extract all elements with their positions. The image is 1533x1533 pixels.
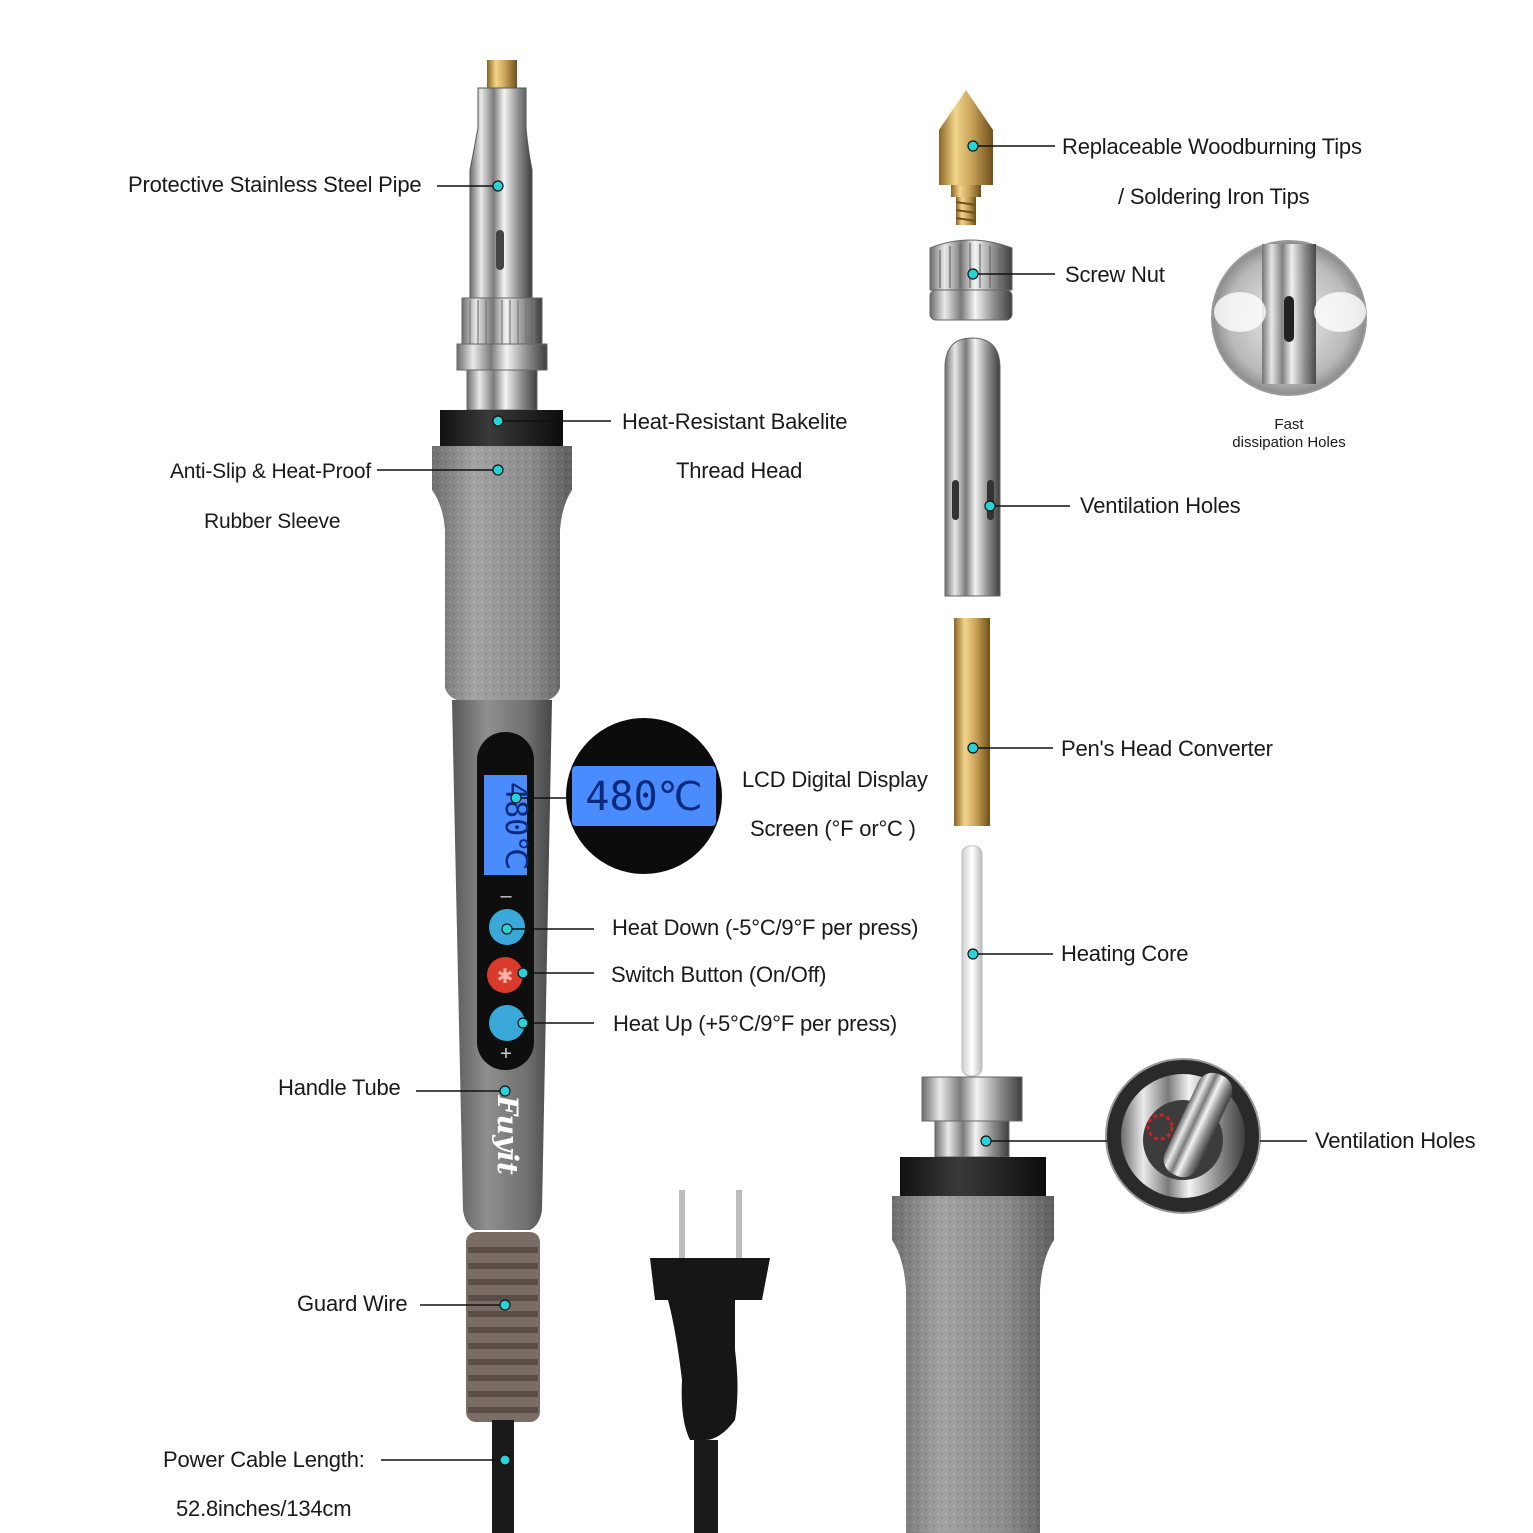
label-switch: Switch Button (On/Off)	[611, 962, 827, 987]
power-cable	[492, 1420, 514, 1533]
leader-dot	[499, 1085, 511, 1097]
ventilation-holes-zoom	[1105, 1058, 1261, 1214]
guard-wire-spring	[466, 1232, 540, 1422]
leader-dots	[492, 140, 996, 1466]
lower-bakelite-head	[900, 1157, 1046, 1198]
label-ventilation-holes-2: Ventilation Holes	[1315, 1128, 1476, 1153]
pen-bakelite-head	[440, 410, 563, 446]
pen-lcd	[484, 775, 527, 875]
fast-dissipation-zoom	[1211, 240, 1367, 396]
label-tips-line2: / Soldering Iron Tips	[1118, 184, 1310, 209]
leader-dot	[510, 792, 522, 804]
leader-dot	[517, 967, 529, 979]
switch-icon: ✱	[497, 966, 514, 988]
label-heat-down: Heat Down (-5°C/9°F per press)	[612, 915, 919, 940]
label-converter: Pen's Head Converter	[1061, 736, 1273, 761]
label-bakelite-line1: Heat-Resistant Bakelite	[622, 409, 848, 434]
label-bakelite-line2: Thread Head	[676, 458, 803, 483]
ventilation-sleeve	[944, 337, 1001, 597]
label-lcd-line2: Screen (°F or°C )	[750, 816, 916, 841]
minus-sign: –	[500, 885, 512, 907]
label-fast-line2: dissipation Holes	[1232, 434, 1346, 451]
lcd-zoom-reading: 480℃	[585, 774, 702, 820]
label-guard-wire: Guard Wire	[297, 1291, 408, 1316]
leader-dot	[967, 742, 979, 754]
woodburning-tip	[939, 90, 993, 185]
plus-sign: +	[500, 1043, 512, 1065]
label-handle-tube: Handle Tube	[278, 1075, 401, 1100]
leader-dot	[499, 1454, 511, 1466]
label-sleeve-line2: Rubber Sleeve	[204, 510, 341, 533]
brand-logo: Fuyit	[491, 1094, 524, 1175]
label-heat-up: Heat Up (+5°C/9°F per press)	[613, 1011, 898, 1036]
label-cable-line1: Power Cable Length:	[163, 1447, 365, 1472]
switch-button[interactable]	[487, 957, 523, 993]
leader-dot	[517, 1017, 529, 1029]
leader-dot	[967, 140, 979, 152]
leader-dot	[984, 500, 996, 512]
leader-dot	[492, 464, 504, 476]
label-fast-line1: Fast	[1274, 416, 1304, 433]
heat-up-button[interactable]	[489, 1005, 525, 1041]
leader-dot	[967, 948, 979, 960]
label-heating-core: Heating Core	[1061, 941, 1189, 966]
leader-dot	[492, 415, 504, 427]
lcd-zoom: 480℃	[566, 718, 722, 874]
pen-tip	[487, 60, 517, 88]
leader-dot	[501, 923, 513, 935]
label-protective-pipe: Protective Stainless Steel Pipe	[128, 172, 422, 197]
lcd-zoom-screen	[572, 766, 716, 826]
exploded-parts	[892, 90, 1054, 1533]
label-sleeve-line1: Anti-Slip & Heat-Proof	[170, 460, 372, 483]
leader-dot	[967, 268, 979, 280]
leader-dot	[980, 1135, 992, 1147]
label-cable-line2: 52.8inches/134cm	[176, 1496, 352, 1521]
leader-dot	[492, 180, 504, 192]
label-screw-nut: Screw Nut	[1065, 262, 1165, 287]
pen-head-converter	[954, 618, 990, 826]
heating-core	[961, 845, 983, 1077]
label-tips-line1: Replaceable Woodburning Tips	[1062, 134, 1362, 159]
label-ventilation-holes-1: Ventilation Holes	[1080, 493, 1241, 518]
leader-dot	[499, 1299, 511, 1311]
leader-lines	[377, 145, 1307, 1461]
assembled-pen: 480℃ – ✱ + Fuyit	[432, 60, 572, 1533]
label-lcd-line1: LCD Digital Display	[742, 767, 928, 792]
power-plug	[650, 1190, 770, 1533]
